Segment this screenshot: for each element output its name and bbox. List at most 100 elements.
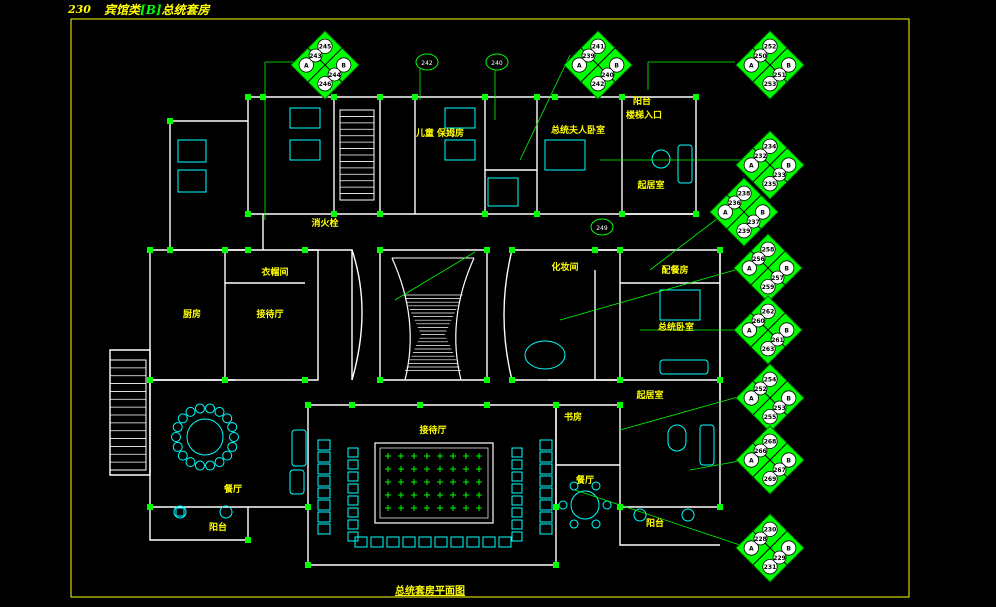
marker-bubble-left — [298, 57, 314, 73]
marker-text-bottom: 242 — [592, 81, 605, 88]
marker-bubble-right — [609, 57, 625, 73]
dining-chair — [227, 441, 238, 452]
marker-text-c2: 229 — [773, 555, 786, 562]
armchair-w — [317, 499, 331, 511]
column-36 — [717, 377, 723, 383]
marker-text-top: 254 — [764, 377, 777, 384]
leader-4 — [647, 61, 735, 90]
armchair-s — [402, 536, 416, 548]
column-2 — [331, 94, 337, 100]
armchair-w2 — [347, 471, 359, 482]
armchair-e2 — [511, 447, 523, 458]
armchair-w — [317, 439, 331, 451]
marker-text-top: 241 — [592, 44, 605, 51]
wall-4 — [149, 249, 319, 381]
marker-text-top: 258 — [762, 247, 775, 254]
room-label-dining-w: 餐厅 — [223, 483, 242, 495]
marker-bubble-right — [779, 260, 795, 276]
armchair-e2 — [511, 519, 523, 530]
marker-bubble-c1 — [753, 443, 768, 458]
bed-president — [659, 289, 701, 321]
marker-bubble-c1 — [753, 148, 768, 163]
marker-text-c2: 240 — [601, 72, 614, 79]
dining-chair — [194, 403, 205, 414]
marker-divider — [752, 147, 788, 183]
marker-text-right: B — [786, 545, 791, 552]
marker-bubble-right — [781, 390, 797, 406]
marker-text-left: A — [747, 327, 752, 334]
room-label-fire-stair: 消火栓 — [311, 217, 338, 229]
carpet-motif — [476, 479, 482, 485]
tag-label: 242 — [421, 60, 433, 67]
bed-nw-1 — [177, 139, 207, 163]
marker-bubble-top — [762, 138, 778, 154]
grand-stair — [391, 257, 475, 381]
marker-text-left: A — [749, 395, 754, 402]
carpet-motif — [463, 505, 469, 511]
carpet-motif — [385, 505, 391, 511]
column-39 — [417, 402, 423, 408]
column-31 — [302, 377, 308, 383]
armchair-w — [317, 487, 331, 499]
room-label-bathroom: 儿童 保姆房 — [415, 127, 464, 139]
wall-22 — [149, 507, 249, 541]
marker-text-c2: 233 — [773, 172, 786, 179]
armchair-w2 — [347, 459, 359, 470]
marker-bubble-left — [717, 204, 733, 220]
room-label-pres-bed: 总统卧室 — [658, 321, 694, 333]
room-label-lounge-ne: 起居室 — [636, 179, 664, 191]
armchair-s — [354, 536, 368, 548]
carpet-motif — [450, 479, 456, 485]
tag-bubble — [485, 53, 509, 71]
carpet-motif — [424, 453, 430, 459]
marker-text-c1: 239 — [582, 53, 595, 60]
sofa-se — [699, 424, 715, 466]
marker-text-right: B — [786, 62, 791, 69]
wall-20 — [556, 404, 720, 508]
page-number: 230 — [68, 3, 91, 16]
leader-11 — [574, 489, 741, 546]
marker-bubble-top — [317, 38, 333, 54]
armchair-w — [317, 511, 331, 523]
armchair-w2 — [347, 483, 359, 494]
marker-text-top: 230 — [764, 527, 777, 534]
marker-text-right: B — [786, 162, 791, 169]
marker-text-c2: 237 — [747, 219, 760, 226]
column-20 — [147, 247, 153, 253]
armchair-e2 — [511, 483, 523, 494]
dining-table — [186, 418, 224, 456]
dining-chair — [214, 457, 225, 468]
column-12 — [377, 211, 383, 217]
tag-t249: 249 — [590, 218, 614, 236]
sofa-ne — [677, 144, 693, 184]
carpet-motif — [463, 479, 469, 485]
marker-text-left: A — [749, 457, 754, 464]
armchair-e2 — [511, 531, 523, 542]
marker-bubble-c2 — [327, 67, 342, 82]
marker-text-top: 234 — [764, 144, 777, 151]
marker-text-top: 268 — [764, 439, 777, 446]
armchair-e — [539, 451, 553, 463]
room-label-madam: 总统夫人卧室 — [551, 124, 605, 136]
marker-text-top: 238 — [738, 191, 751, 198]
marker-bubble-c1 — [727, 195, 742, 210]
dining-chair — [172, 441, 183, 452]
marker-text-left: A — [723, 209, 728, 216]
marker-text-bottom: 255 — [764, 414, 777, 421]
tag-t242: 242 — [415, 53, 439, 71]
room-label-reception-w: 接待厅 — [256, 308, 283, 320]
marker-text-c2: 261 — [771, 337, 784, 344]
marker-bubble-right — [336, 57, 352, 73]
table-ne — [651, 149, 671, 169]
carpet-motif — [411, 453, 417, 459]
carpet-motif — [424, 466, 430, 472]
column-50 — [553, 562, 559, 568]
armchair-e — [539, 439, 553, 451]
balcony-plant-ring-1 — [173, 505, 187, 519]
marker-bubble-bottom — [317, 76, 333, 92]
carpet-motif — [398, 466, 404, 472]
carpet-motif — [398, 505, 404, 511]
marker-bubble-c2 — [746, 214, 761, 229]
